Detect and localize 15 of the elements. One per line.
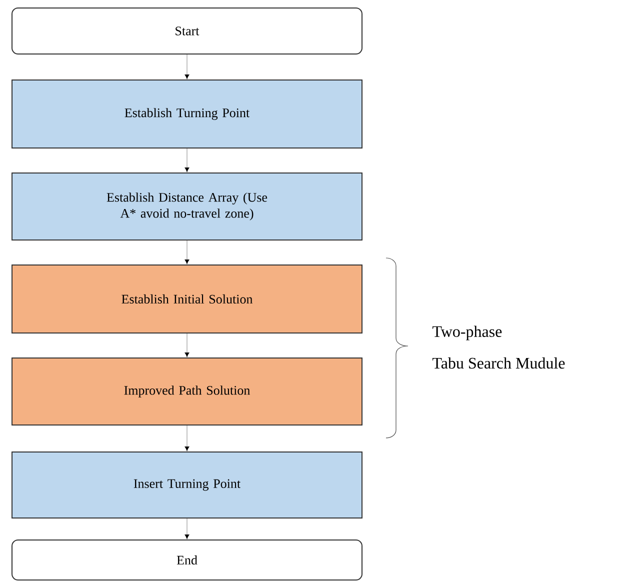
arrow [184, 518, 190, 539]
arrow [184, 240, 190, 264]
terminal-box: End [12, 539, 362, 580]
process-box: Establish Turning Point [12, 80, 362, 148]
arrow [184, 54, 190, 79]
process-box: Improved Path Solution [12, 357, 362, 426]
arrow [184, 425, 190, 451]
process-box: Insert Turning Point [12, 452, 362, 518]
arrow [184, 148, 190, 172]
process-box: Establish Distance Array (Use A* avoid no-travel zone) [12, 172, 362, 240]
process-box: Establish Initial Solution [12, 264, 362, 334]
side-label: Tabu Search Mudule [432, 357, 565, 369]
arrow [184, 333, 190, 357]
side-label: Two-phase [432, 326, 502, 340]
terminal-box: Start [12, 8, 362, 54]
